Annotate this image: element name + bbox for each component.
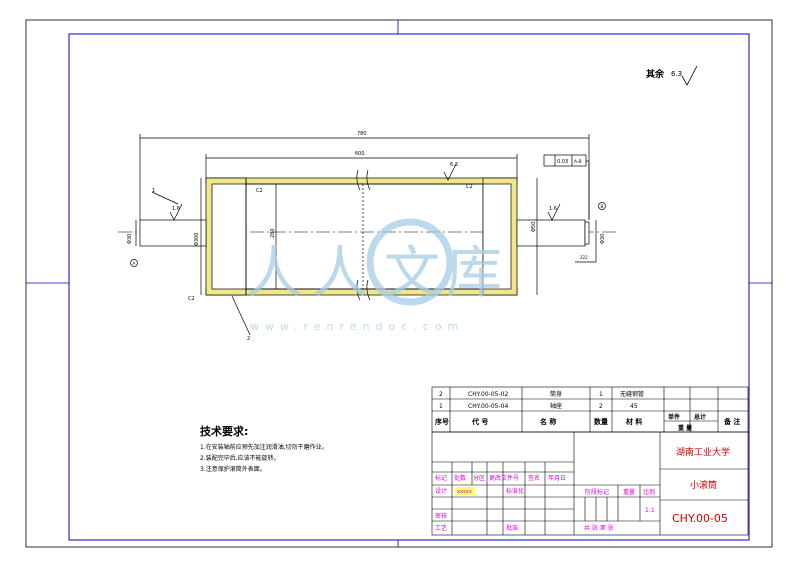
weight-label: 重量 — [623, 488, 635, 496]
design-name-highlight — [455, 487, 475, 495]
design-label: 设计 — [435, 487, 447, 495]
watermark-char-2: 人 — [312, 241, 368, 306]
roughness-symbol-icon — [681, 65, 698, 86]
dim-right-bore: Φ50 — [531, 222, 537, 232]
scale-label: 比例 — [643, 488, 655, 496]
dim-shell: 600 — [355, 151, 365, 157]
bom-row-2-qty: 1 — [599, 391, 603, 398]
watermark-circle-icon — [366, 218, 454, 306]
bom-row-1-name: 轴座 — [550, 402, 562, 410]
datum-b-label: B — [601, 204, 604, 209]
right-shaft — [516, 219, 586, 247]
bom-row-2-code: CHY.00-05-02 — [468, 391, 508, 398]
bom-header-remark: 备 注 — [723, 417, 740, 426]
roughness-value: 6.3 — [671, 70, 682, 78]
standard-label: 标准化 — [506, 487, 524, 495]
bom-row-1-no: 1 — [439, 403, 443, 410]
dim-drum: Φ300 — [194, 233, 200, 246]
datum-a-label: A — [133, 261, 136, 266]
rev-header-zone: 分区 — [473, 474, 485, 482]
rev-header-count: 处数 — [454, 474, 466, 482]
review-label: 审核 — [435, 512, 447, 520]
bom-header-no: 序号 — [434, 417, 449, 426]
roller-drawing — [118, 134, 616, 336]
drawing-number: CHY.00-05 — [672, 512, 728, 525]
bom-header-single: 单件 — [668, 413, 680, 421]
datum-a-icon — [130, 259, 138, 267]
title-block-text: 标记 处数 分区 更改文件号 签名 年月日 设计 xxxxx 标准化 审核 工艺… — [435, 446, 730, 532]
watermark-url: www.renrendoc.com — [250, 320, 464, 333]
bom-text: 2 CHY.00-05-02 筒身 1 无缝钢管 1 CHY.00-05-04 … — [434, 390, 740, 432]
tolerance-frame — [543, 154, 587, 167]
chamfer-a: C2 — [256, 188, 263, 194]
bom-row-1-qty: 2 — [599, 403, 603, 410]
watermark-char-4: 库 — [446, 241, 502, 306]
bom-header-material: 材 料 — [625, 417, 642, 426]
bom-row-2-name: 筒身 — [550, 390, 562, 398]
rough-c: 6.3 — [450, 162, 458, 168]
bom-header-code: 代 号 — [471, 417, 488, 426]
stage-label: 阶段标记 — [585, 488, 609, 496]
tolerance-value: 0.03 — [557, 159, 568, 165]
dim-overall: 780 — [357, 131, 367, 137]
scale-value: 1:1 — [645, 507, 655, 514]
roughness-note: 其余 — [646, 68, 665, 80]
bom-header-qty: 数量 — [594, 417, 608, 426]
tech-requirement-1: 1.在安装轴前应预先加注润滑油,切勿干磨作业。 — [200, 444, 328, 451]
bom-header-total: 总计 — [694, 413, 706, 421]
dimension-labels: 780 600 Φ30 Φ30 Φ300 280 Φ50 C2 C2 C2 1.… — [127, 131, 606, 342]
sheets-label: 共 张 第 张 — [584, 524, 614, 532]
tech-requirements-heading: 技术要求: — [200, 425, 249, 438]
left-shaft — [139, 219, 207, 247]
technical-requirements: 技术要求: 1.在安装轴前应预先加注润滑油,切勿干磨作业。 2.装配完毕后,应该… — [200, 423, 430, 475]
rev-header-date: 年月日 — [548, 474, 566, 482]
watermark-char-3: 文 — [384, 241, 440, 306]
bom-row-1-code: CHY.00-05-04 — [468, 403, 508, 410]
datum-box: 222 — [580, 255, 588, 260]
datum-b-icon — [598, 202, 606, 210]
watermark: 人 人 文 库 www.renrendoc.com — [246, 218, 502, 333]
bom-header-name: 名 称 — [540, 417, 556, 426]
datum-ref: A-B — [574, 159, 582, 165]
bom-header-weight: 重 量 — [678, 424, 692, 432]
outer-frame — [25, 19, 773, 548]
bom-row-2-material: 无缝钢管 — [620, 390, 644, 398]
bom-row-1-material: 45 — [630, 403, 638, 410]
rough-a: 1.6 — [172, 206, 180, 212]
approve-label: 批准 — [506, 524, 518, 532]
watermark-char-1: 人 — [246, 241, 302, 306]
tech-requirement-3: 3.注意保护滚筒外表面。 — [200, 466, 266, 473]
tech-requirement-2: 2.装配完毕后,应该不能旋转。 — [200, 455, 280, 462]
centering-marks — [26, 20, 772, 547]
bom-row-2-no: 2 — [439, 391, 443, 398]
rev-header-doc: 更改文件号 — [489, 474, 519, 482]
rough-b: 1.6 — [549, 206, 557, 212]
school-name: 湖南工业大学 — [676, 446, 730, 458]
rev-header-sign: 签名 — [528, 474, 540, 482]
dim-shaft-left: Φ30 — [127, 234, 133, 244]
part-name: 小滚筒 — [690, 479, 717, 491]
balloon-2: 2 — [247, 336, 250, 342]
chamfer-b: C2 — [466, 184, 473, 190]
balloon-1: 1 — [152, 188, 155, 194]
rev-header-mark: 标记 — [435, 474, 447, 482]
dim-shaft-right: Φ30 — [600, 234, 606, 244]
title-block — [431, 431, 749, 536]
inner-border — [68, 33, 750, 541]
general-roughness: 其余 6.3 — [646, 65, 698, 86]
design-name: xxxxx — [457, 489, 472, 495]
process-label: 工艺 — [435, 524, 447, 532]
chamfer-c: C2 — [188, 296, 195, 302]
dim-center: 280 — [270, 228, 276, 238]
